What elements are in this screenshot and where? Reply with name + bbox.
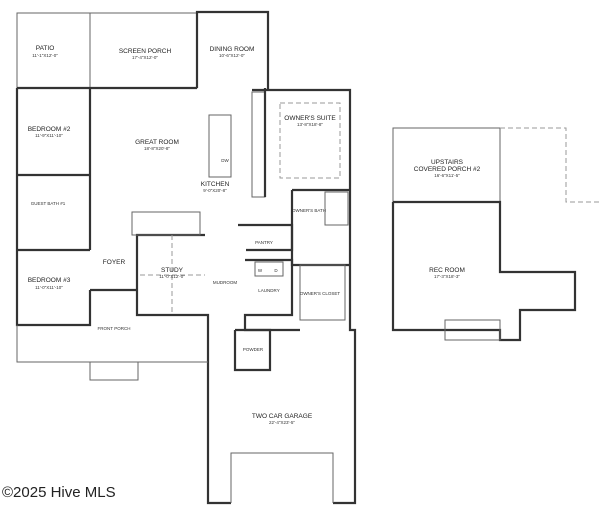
label-guest-bath: GUEST BATH #1 <box>31 201 66 206</box>
dim-great-room: 18'-8"X20'-8" <box>144 146 170 151</box>
dim-bedroom2: 11'-9"X11'-10" <box>35 133 63 138</box>
roof-outline <box>500 127 600 203</box>
label-rec-room: REC ROOM <box>429 267 465 274</box>
label-dining: DINING ROOM <box>210 46 255 53</box>
powder-walls <box>233 328 272 372</box>
wall <box>290 190 350 267</box>
pantry-walls <box>238 223 294 252</box>
rec-room-walls <box>391 200 577 342</box>
kitchen-counter <box>251 91 266 198</box>
label-owners-bath: OWNER'S BATH <box>292 208 326 213</box>
label-front-porch: FRONT PORCH <box>98 326 131 331</box>
dim-study: 11'-0"X12'-0" <box>159 274 185 279</box>
label-dryer: D <box>274 268 278 273</box>
kitchen-island <box>208 114 232 178</box>
dining-walls <box>195 10 270 90</box>
dim-rec-room: 17'-3"X18'-3" <box>434 274 460 279</box>
label-dw: DW <box>221 158 229 163</box>
dim-owners-suite: 13'-8"X18'-8" <box>297 122 323 127</box>
dim-kitchen: 9'-0"X20'-8" <box>203 188 227 193</box>
label-kitchen: KITCHEN <box>201 181 230 188</box>
label-garage: TWO CAR GARAGE <box>252 413 313 420</box>
label-great-room: GREAT ROOM <box>135 139 179 146</box>
label-washer: W <box>258 268 263 273</box>
dim-garage: 22'-4"X23'-5" <box>269 420 295 425</box>
dim-covered-porch: 16'-6"X11'-5" <box>434 173 460 178</box>
label-study: STUDY <box>161 267 184 274</box>
label-bedroom2: BEDROOM #2 <box>28 126 71 133</box>
dim-patio: 11'-1"X12'-0" <box>32 53 58 58</box>
watermark: ©2025 Hive MLS <box>2 484 116 501</box>
stairs <box>131 211 201 236</box>
dim-bedroom3: 11'-0"X11'-10" <box>35 285 63 290</box>
garage-door <box>230 452 334 503</box>
wall <box>15 88 92 327</box>
label-laundry: LAUNDRY <box>258 288 279 293</box>
label-screen-porch: SCREEN PORCH <box>119 48 172 55</box>
label-owners-closet: OWNER'S CLOSET <box>300 291 341 296</box>
wall <box>252 88 357 505</box>
shower <box>324 191 349 226</box>
label-pantry: PANTRY <box>255 240 273 245</box>
washer-dryer <box>254 261 284 277</box>
tray-ceiling <box>279 102 341 179</box>
closet-outline <box>299 264 346 321</box>
laundry-walls <box>243 258 300 332</box>
front-porch-outline <box>16 325 208 363</box>
upstairs-stairs <box>444 319 501 341</box>
label-covered-porch: COVERED PORCH #2 <box>414 166 481 173</box>
dim-dining: 10'-6"X12'-0" <box>219 53 245 58</box>
label-powder: POWDER <box>243 347 264 352</box>
label-owners-suite: OWNER'S SUITE <box>284 115 336 122</box>
front-steps <box>89 361 139 381</box>
label-bedroom3: BEDROOM #3 <box>28 277 71 284</box>
label-upstairs: UPSTAIRS <box>431 159 464 166</box>
label-patio: PATIO <box>36 45 55 52</box>
label-mudroom: MUDROOM <box>213 280 237 285</box>
dim-screen-porch: 17'-4"X12'-0" <box>132 55 158 60</box>
label-foyer: FOYER <box>103 259 126 266</box>
